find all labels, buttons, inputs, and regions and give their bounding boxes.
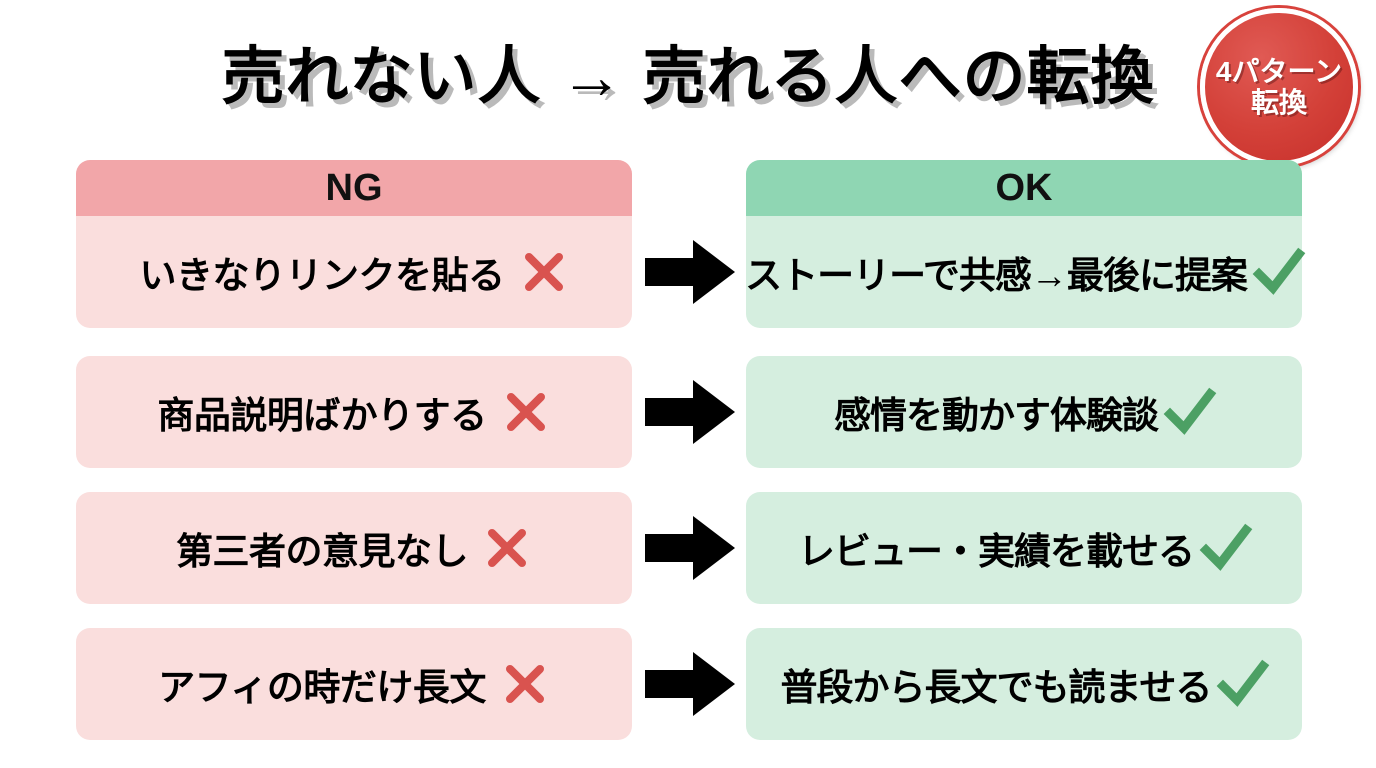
ng-card-text: いきなりリンクを貼る [139,255,506,296]
ng-card-text: 第三者の意見なし [176,531,469,572]
column-header-ok: OK [746,160,1302,216]
comparison-row: 第三者の意見なし レビュー・実績を載せる [0,492,1376,604]
ok-card[interactable]: レビュー・実績を載せる [746,492,1302,604]
cross-mark-icon [503,389,549,435]
column-header-ng: NG [76,160,632,216]
column-header-ng-label: NG [325,166,383,209]
comparison-row: いきなりリンクを貼る ストーリーで共感→最後に提案 [0,216,1376,328]
right-arrow-icon [645,378,735,446]
ok-card[interactable]: 普段から長文でも読ませる [746,628,1302,740]
ng-card[interactable]: 第三者の意見なし [76,492,632,604]
ng-card[interactable]: アフィの時だけ長文 [76,628,632,740]
check-mark-icon [1215,656,1271,712]
right-arrow-icon [645,238,735,306]
cross-mark-icon [484,525,530,571]
ng-card-text: 商品説明ばかりする [157,395,487,436]
right-arrow-icon [645,650,735,718]
page-title: 売れない人 → 売れる人への転換 [221,42,1155,112]
ng-card-text: アフィの時だけ長文 [158,667,486,708]
ok-card-text: 普段から長文でも読ませる [780,667,1213,708]
comparison-row: 商品説明ばかりする 感情を動かす体験談 [0,356,1376,468]
cross-mark-icon [502,661,548,707]
cross-mark-icon [521,249,567,295]
right-arrow-icon [645,514,735,582]
badge-line-2: 転換 [1250,87,1307,118]
ng-card[interactable]: いきなりリンクを貼る [76,216,632,328]
badge-line-1: 4パターン [1215,55,1343,87]
comparison-row: アフィの時だけ長文 普段から長文でも読ませる [0,628,1376,740]
check-mark-icon [1251,244,1307,300]
ok-card[interactable]: 感情を動かす体験談 [746,356,1302,468]
column-header-ok-label: OK [995,166,1053,209]
ok-card[interactable]: ストーリーで共感→最後に提案 [745,216,1306,328]
ng-card[interactable]: 商品説明ばかりする [76,356,632,468]
title-area: 売れない人 → 売れる人への転換 [0,44,1376,110]
comparison-board: NG OK いきなりリンクを貼る ストーリーで共感→最後に提案 [0,160,1376,750]
ok-card-text: ストーリーで共感→最後に提案 [745,255,1248,296]
pattern-count-badge: 4パターン 転換 [1200,8,1358,166]
check-mark-icon [1198,520,1254,576]
check-mark-icon [1162,384,1218,440]
ok-card-text: 感情を動かす体験談 [834,395,1159,436]
ok-card-text: レビュー・実績を載せる [798,531,1195,572]
